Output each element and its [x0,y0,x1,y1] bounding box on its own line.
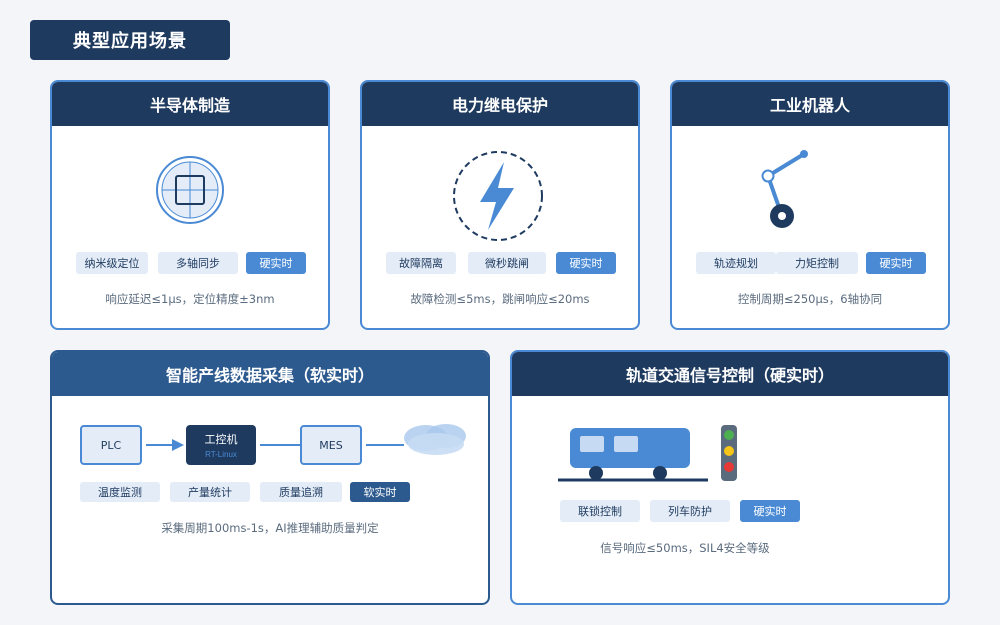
robot-arm-icon [761,150,808,228]
tag-soft-realtime: 软实时 [350,482,410,502]
tag-interlocking-control: 联锁控制 [560,500,640,522]
flow-arrow-icon [146,439,184,451]
tag-microsecond-trip: 微秒跳闸 [468,252,546,274]
flow-connector-line [260,444,300,446]
card-semiconductor: 半导体制造 纳米级定位 多轴同步 硬实时 响应延迟≤1μs，定位精度±3nm [50,80,330,330]
lightning-bolt-icon [453,151,543,241]
card-power-protection-desc: 故障检测≤5ms，跳闸响应≤20ms [410,292,590,306]
card-semiconductor-title: 半导体制造 [52,82,328,126]
flow-node-plc-label: PLC [100,438,122,452]
card-industrial-robot-title: 工业机器人 [672,82,948,126]
flow-node-ipc-label: 工控机 [204,433,238,446]
card-rail-signal-title: 轨道交通信号控制（硬实时） [512,352,948,396]
tag-train-protection: 列车防护 [650,500,730,522]
tag-hard-realtime: 硬实时 [246,252,306,274]
tag-temperature-monitoring: 温度监测 [80,482,160,502]
tag-quality-traceability: 质量追溯 [260,482,342,502]
card-power-protection: 电力继电保护 故障隔离 微秒跳闸 硬实时 故障检测≤5ms，跳闸响应≤20ms [360,80,640,330]
tag-hard-realtime: 硬实时 [866,252,926,274]
card-data-collection-desc: 采集周期100ms-1s，AI推理辅助质量判定 [161,521,379,535]
flow-node-mes-label: MES [319,438,343,452]
card-industrial-robot: 工业机器人 轨迹规划 力矩控制 硬实时 控制周期≤250μs，6轴协同 [670,80,950,330]
flow-node-mes: MES [300,425,362,465]
flow-node-ipc-sub: RT-Linux [205,450,237,459]
flow-node-plc: PLC [80,425,142,465]
card-semiconductor-desc: 响应延迟≤1μs，定位精度±3nm [105,292,275,306]
tag-trajectory-planning: 轨迹规划 [696,252,776,274]
tag-fault-isolation: 故障隔离 [386,252,456,274]
tag-multi-axis-sync: 多轴同步 [158,252,238,274]
card-power-protection-title: 电力继电保护 [362,82,638,126]
tag-nano-positioning: 纳米级定位 [76,252,148,274]
train-icon [558,428,708,482]
tag-hard-realtime: 硬实时 [740,500,800,522]
card-data-collection: 智能产线数据采集（软实时） PLC 工控机 RT-Linux MES 温度监测 … [50,350,490,605]
page-title: 典型应用场景 [30,20,230,60]
tag-output-statistics: 产量统计 [170,482,250,502]
card-data-collection-title: 智能产线数据采集（软实时） [52,352,488,396]
card-industrial-robot-desc: 控制周期≤250μs，6轴协同 [737,292,883,306]
wafer-crosshair-icon [156,156,224,224]
card-rail-signal-desc: 信号响应≤50ms，SIL4安全等级 [600,541,770,555]
card-rail-signal: 轨道交通信号控制（硬实时） 联锁控制 列车防护 硬实时 信号响应≤50ms，SI… [510,350,950,605]
traffic-signal-icon [721,425,737,481]
flow-node-ipc: 工控机 RT-Linux [186,425,256,465]
tag-torque-control: 力矩控制 [776,252,858,274]
tag-hard-realtime: 硬实时 [556,252,616,274]
flow-connector-line [366,444,404,446]
cloud-icon [404,424,466,455]
